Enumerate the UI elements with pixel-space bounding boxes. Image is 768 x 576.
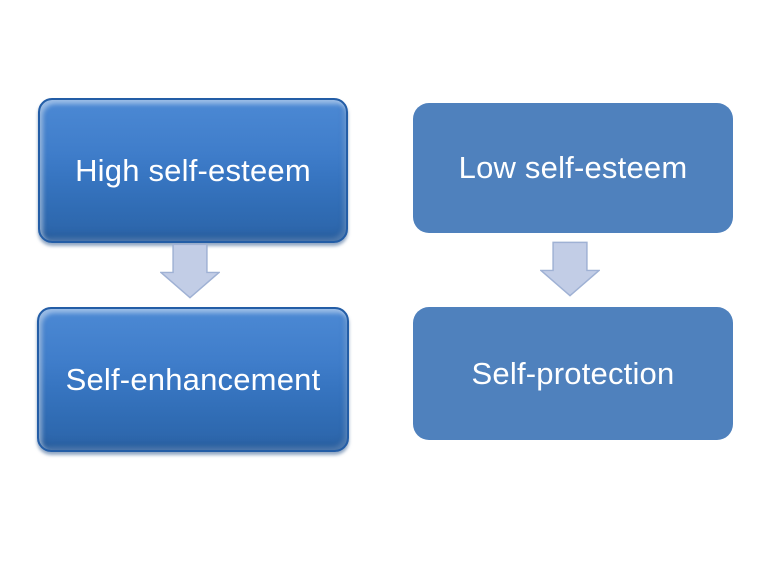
node-self-protection-label: Self-protection: [471, 355, 675, 391]
down-arrow-icon: [540, 241, 600, 297]
node-high-self-esteem-label: High self-esteem: [75, 152, 311, 188]
node-self-enhancement-label: Self-enhancement: [65, 361, 321, 397]
node-self-protection: Self-protection: [413, 307, 733, 440]
node-self-enhancement: Self-enhancement: [37, 307, 349, 452]
node-low-self-esteem: Low self-esteem: [413, 103, 733, 233]
down-arrow-icon: [160, 243, 220, 299]
node-low-self-esteem-label: Low self-esteem: [458, 150, 688, 185]
node-high-self-esteem: High self-esteem: [38, 98, 348, 243]
